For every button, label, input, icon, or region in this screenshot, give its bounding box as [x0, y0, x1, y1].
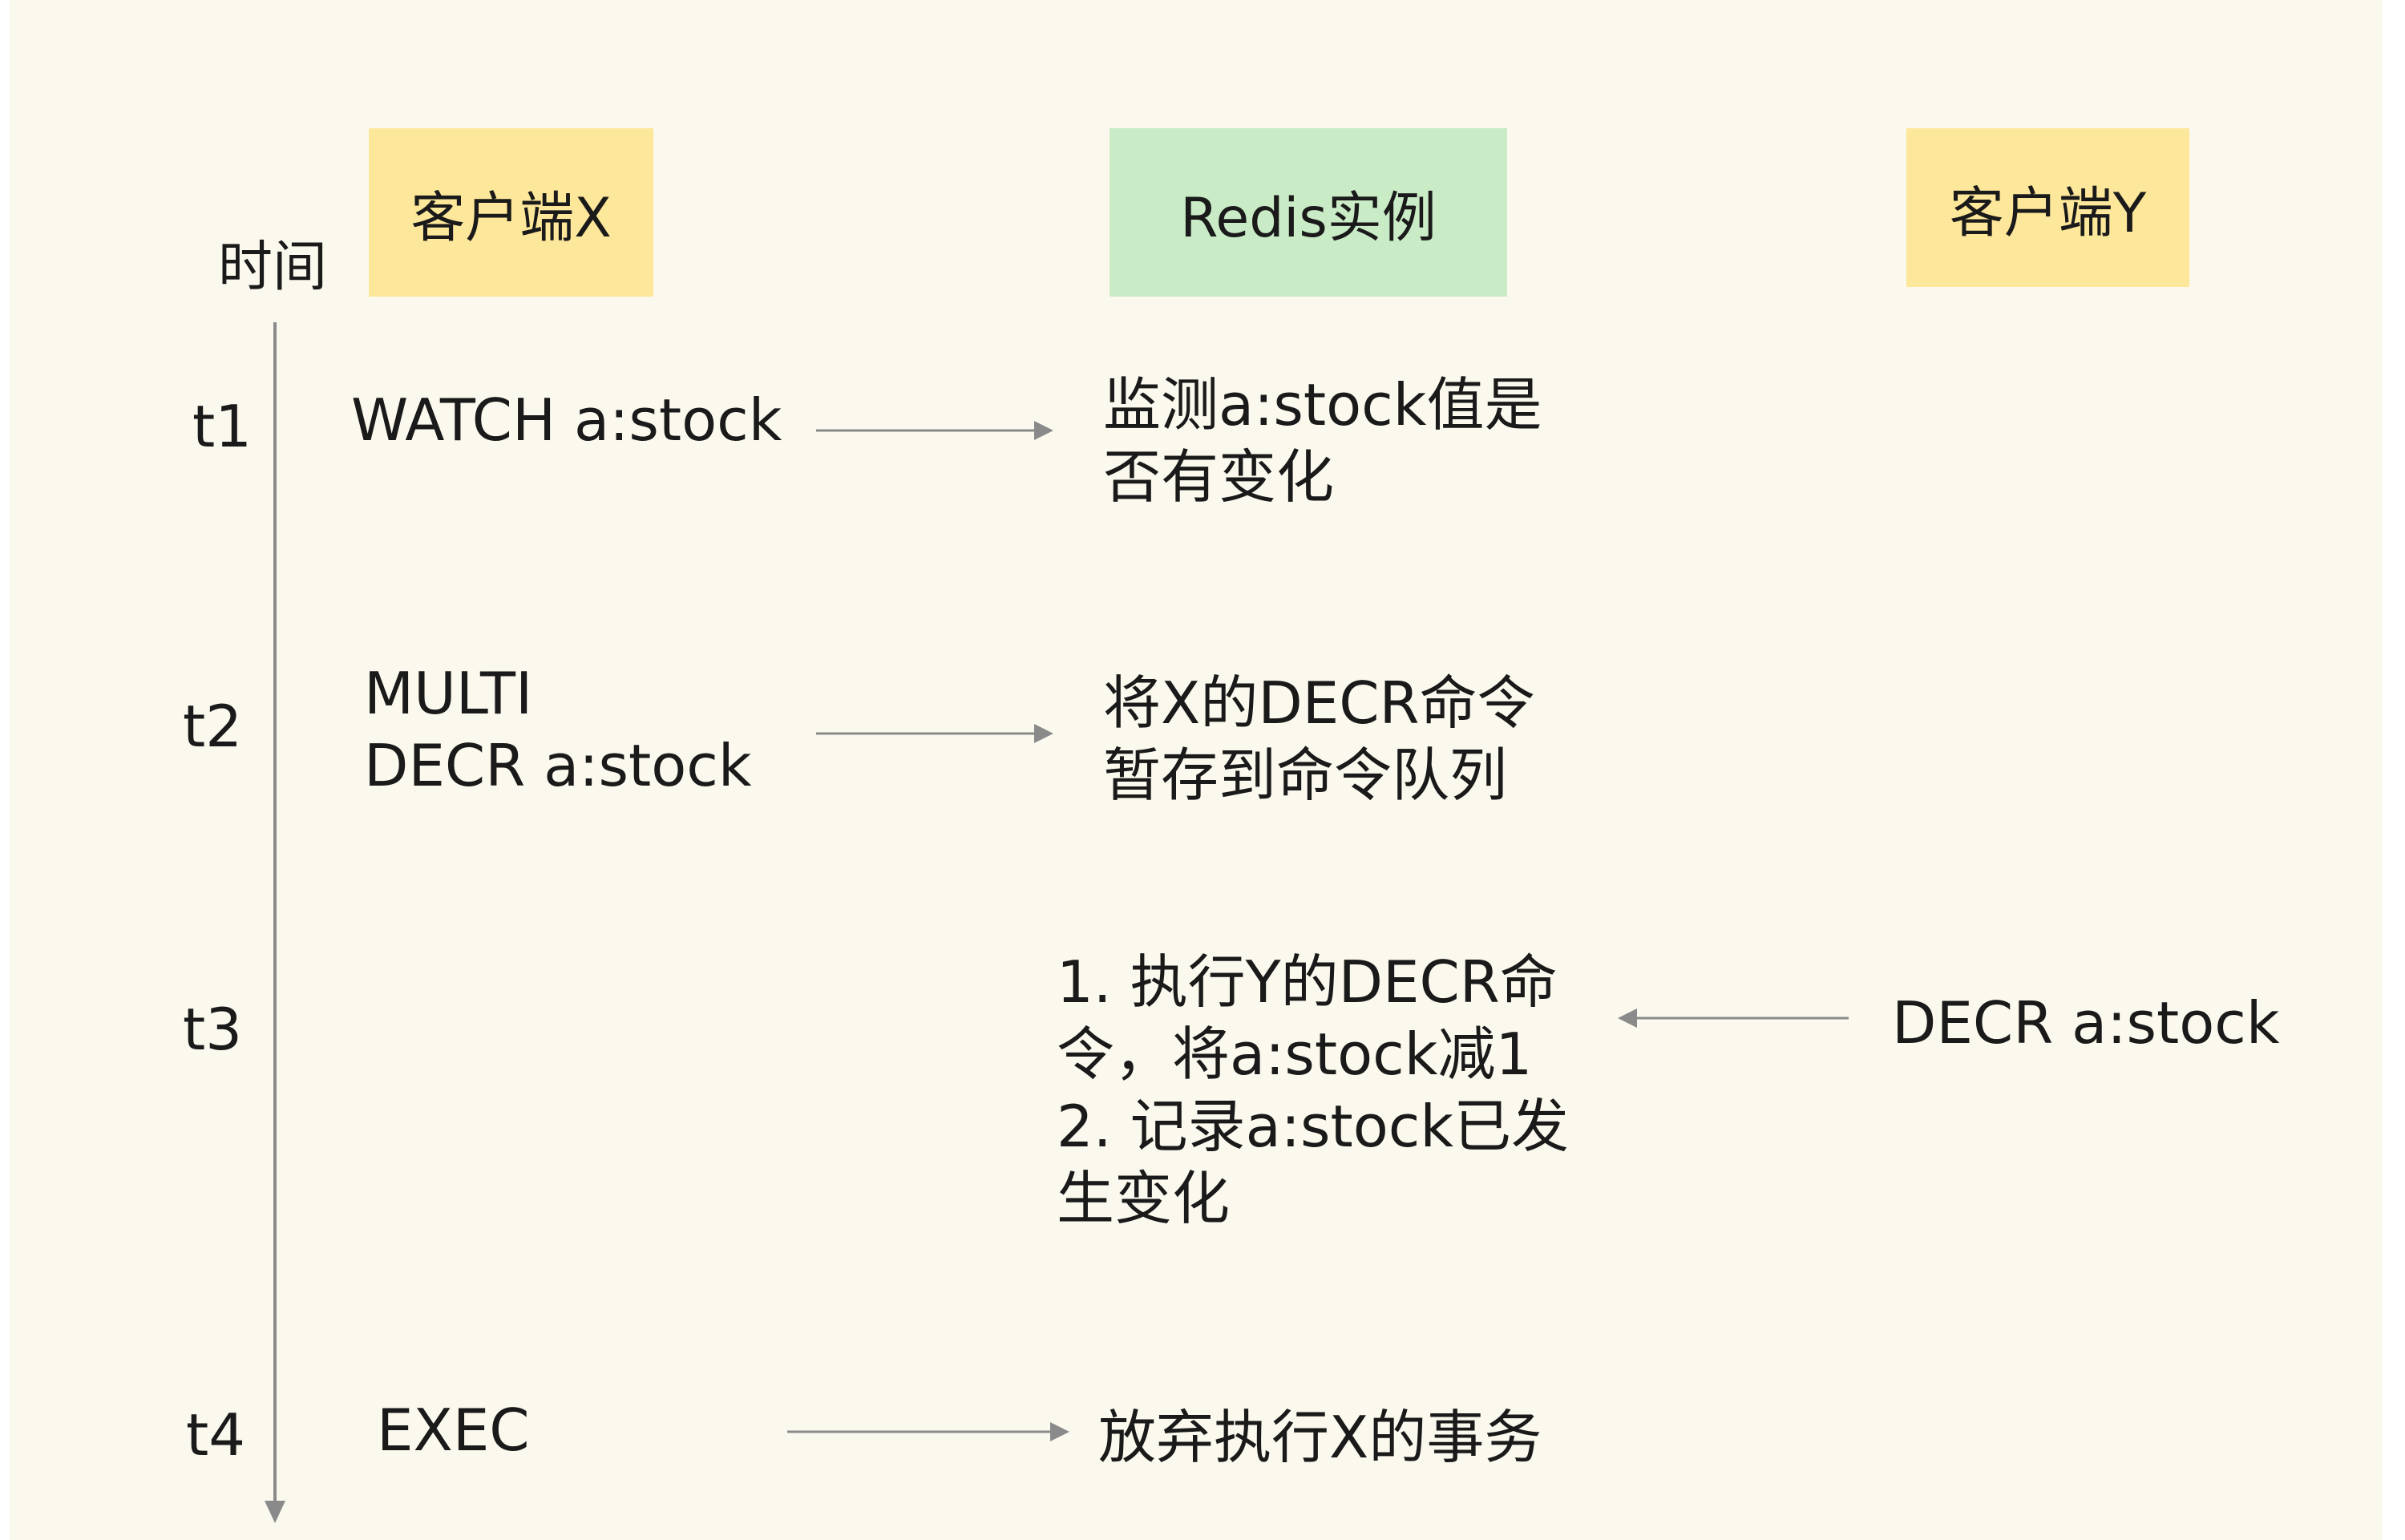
- t3-arrowhead: [1618, 1008, 1637, 1028]
- client-x-cmd-t1: WATCH a:stock: [351, 386, 782, 454]
- redis-note-t3: 1. 执行Y的DECR命 令，将a:stock减1 2. 记录a:stock已发…: [1057, 948, 1570, 1232]
- client-x-header: 客户端X: [369, 128, 653, 297]
- t2-arrowhead: [1034, 724, 1053, 743]
- time-label-t2: t2: [183, 693, 243, 760]
- client-x-cmd-t4: EXEC: [377, 1397, 530, 1464]
- t1-arrowhead: [1034, 421, 1053, 440]
- t4-arrowhead: [1050, 1422, 1069, 1441]
- time-axis-label: 时间: [218, 236, 328, 299]
- client-y-header: 客户端Y: [1906, 128, 2189, 287]
- redis-instance-header: Redis实例: [1110, 128, 1507, 297]
- time-label-t1: t1: [192, 393, 253, 460]
- redis-note-t2: 将X的DECR命令 暂存到命令队列: [1103, 669, 1535, 809]
- time-axis-arrowhead: [265, 1501, 285, 1523]
- client-y-cmd-t3: DECR a:stock: [1892, 989, 2280, 1057]
- time-label-t4: t4: [186, 1401, 246, 1469]
- redis-note-t1: 监测a:stock值是 否有变化: [1103, 371, 1542, 511]
- time-label-t3: t3: [183, 996, 243, 1063]
- client-x-cmd-t2: MULTI DECR a:stock: [364, 660, 752, 799]
- redis-note-t4: 放弃执行X的事务: [1098, 1404, 1542, 1471]
